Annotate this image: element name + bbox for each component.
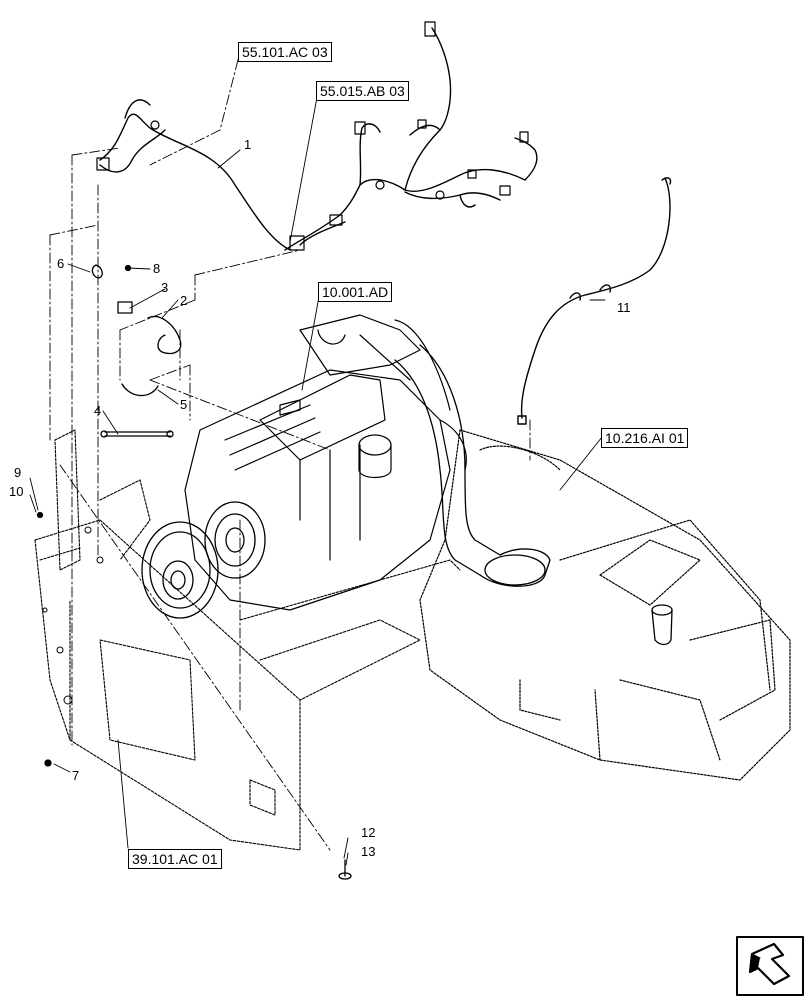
callout-10: 10 bbox=[9, 484, 24, 499]
callout-9: 9 bbox=[14, 465, 22, 480]
phantom-lines bbox=[49, 59, 531, 851]
callout-13: 13 bbox=[361, 844, 376, 859]
callout-6: 6 bbox=[57, 256, 65, 271]
loose-parts bbox=[36, 264, 352, 880]
air-intake-duct bbox=[394, 344, 551, 587]
callout-4: 4 bbox=[94, 403, 102, 418]
reference-label-55-015[interactable]: 55.015.AB 03 bbox=[316, 81, 409, 101]
callout-5: 5 bbox=[180, 397, 188, 412]
callout-11: 11 bbox=[617, 300, 631, 315]
frame-panels bbox=[34, 429, 461, 851]
fuel-tank bbox=[419, 429, 791, 781]
leader-lines bbox=[29, 51, 606, 866]
next-page-arrow-icon[interactable] bbox=[736, 936, 804, 996]
reference-label-10-216[interactable]: 10.216.AI 01 bbox=[601, 428, 689, 448]
engine-wiring-harness bbox=[99, 27, 538, 251]
fuel-cap bbox=[651, 604, 673, 646]
reference-label-39-101[interactable]: 39.101.AC 01 bbox=[128, 849, 222, 869]
callout-1: 1 bbox=[244, 137, 252, 152]
callout-3: 3 bbox=[161, 280, 169, 295]
engine-flywheel bbox=[141, 501, 266, 619]
reference-label-10-001[interactable]: 10.001.AD bbox=[318, 282, 393, 302]
callout-12: 12 bbox=[361, 825, 376, 840]
callout-8: 8 bbox=[153, 261, 161, 276]
engine-assembly bbox=[184, 314, 467, 611]
reference-label-55-101[interactable]: 55.101.AC 03 bbox=[238, 42, 332, 62]
frame-holes bbox=[42, 526, 104, 705]
callout-7: 7 bbox=[72, 768, 80, 783]
harness-item-11 bbox=[517, 177, 672, 425]
callout-2: 2 bbox=[180, 293, 188, 308]
harness-connectors bbox=[96, 21, 529, 251]
